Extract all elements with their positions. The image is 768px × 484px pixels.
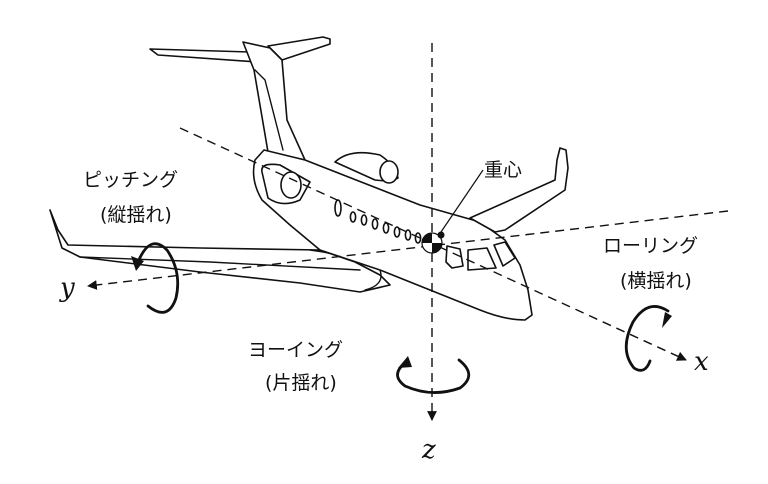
cabin-windows	[334, 199, 422, 244]
center-of-gravity-label: 重心	[484, 159, 522, 181]
yawing-jp-label: (片揺れ)	[265, 372, 337, 394]
right-engine-intake	[379, 160, 399, 184]
y-axis-label: y	[59, 273, 75, 303]
cog-leader-line	[440, 169, 484, 233]
left-engine-intake	[280, 171, 302, 199]
roll-rotation-arrow-icon	[624, 305, 672, 372]
center-of-gravity-marker	[421, 169, 484, 254]
cockpit-windows	[445, 241, 516, 271]
yaw-rotation-arrow-icon	[396, 356, 471, 394]
right-wing	[469, 147, 569, 233]
z-axis-label: z	[421, 435, 436, 465]
airplane	[49, 36, 569, 321]
fuselage	[252, 149, 533, 321]
vertical-tail	[242, 41, 306, 161]
y-axis	[87, 210, 729, 290]
pitching-label: ピッチング	[83, 169, 178, 191]
yawing-label: ヨーイング	[248, 339, 343, 361]
pitching-jp-label: (縦揺れ)	[100, 204, 172, 226]
rolling-label: ローリング	[603, 235, 698, 257]
pitch-rotation-arrow-icon	[131, 242, 180, 314]
rolling-jp-label: (横揺れ)	[620, 270, 692, 292]
left-wing	[49, 209, 391, 293]
x-axis-label: x	[694, 347, 709, 377]
